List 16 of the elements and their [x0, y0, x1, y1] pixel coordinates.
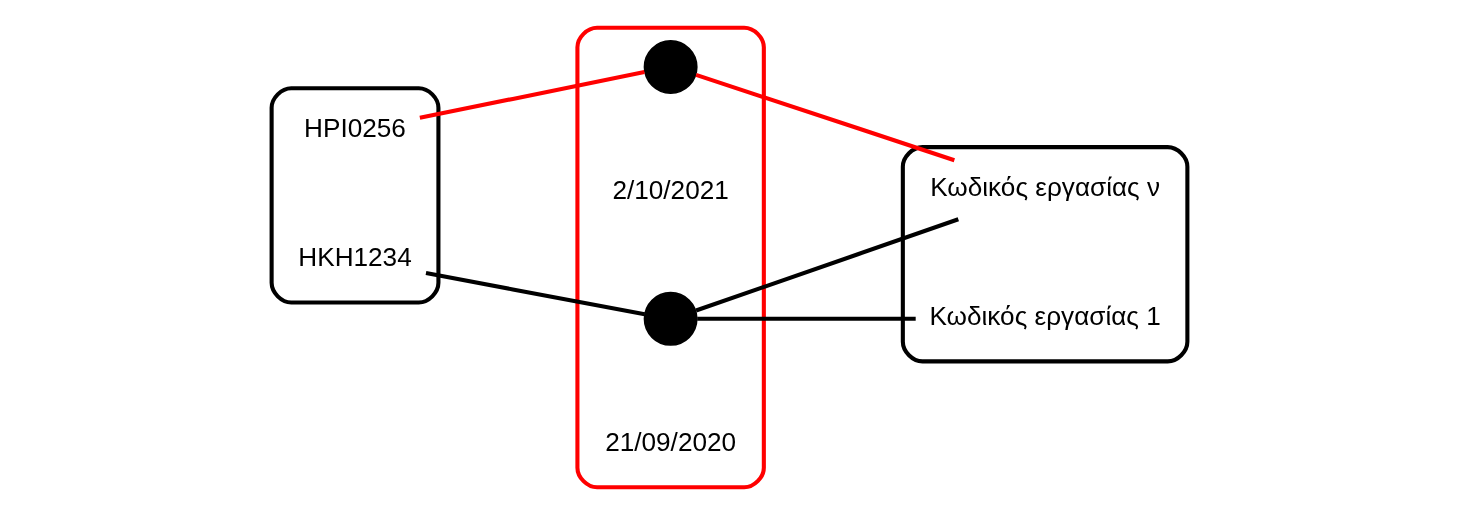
connector — [694, 217, 959, 313]
node-text: HPI0256 — [303, 112, 406, 143]
node-label: 21/09/2020 — [604, 426, 736, 457]
cluster — [269, 86, 440, 305]
connector — [425, 271, 645, 317]
node-circle — [643, 40, 698, 94]
node-text: Κωδικός εργασίας 1 — [928, 301, 1161, 332]
node-text: HKH1234 — [297, 242, 412, 273]
node-label: 2/10/2021 — [611, 175, 729, 206]
connector — [694, 72, 955, 163]
cluster — [574, 25, 766, 490]
cluster — [900, 145, 1189, 364]
node-text: Κωδικός εργασίας ν — [929, 171, 1160, 202]
node-circle — [643, 291, 698, 346]
connector — [418, 70, 645, 120]
connector — [696, 316, 916, 321]
